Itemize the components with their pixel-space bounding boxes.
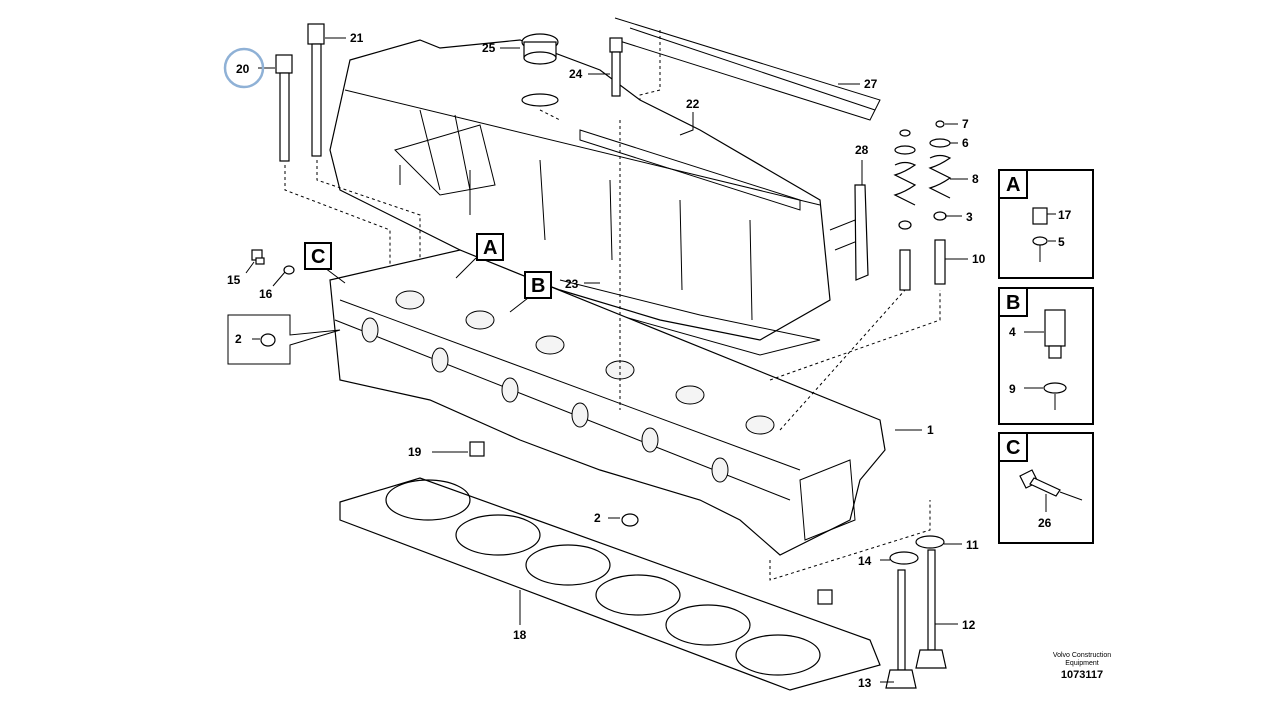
detail-panel-a: A 17 5: [998, 169, 1094, 279]
callout-20: 20: [236, 62, 250, 76]
exhaust-valve: [885, 569, 917, 689]
intake-ports: [361, 317, 729, 483]
stud-bolt: [609, 37, 623, 97]
oil-filler-cap: [521, 33, 559, 107]
detail-panel-c: C 26: [998, 432, 1094, 544]
callout-26: 26: [1038, 516, 1052, 530]
callout-15: 15: [227, 273, 241, 287]
publisher-credit: Volvo Construction Equipment 1073117: [1040, 652, 1124, 682]
credit-line-1: Volvo Construction: [1052, 652, 1112, 659]
callout-4: 4: [1009, 325, 1016, 339]
marker-box-c: C: [304, 242, 332, 270]
callout-16: 16: [259, 287, 273, 301]
callout-2-lower: 2: [594, 511, 601, 525]
callout-10: 10: [972, 252, 986, 266]
intake-valve: [915, 549, 947, 669]
marker-box-a: A: [476, 233, 504, 261]
callout-25: 25: [482, 41, 496, 55]
valve-seats: [395, 290, 775, 435]
svg-text:C: C: [1006, 437, 1020, 459]
callout-8: 8: [972, 172, 979, 186]
callout-1: 1: [927, 423, 934, 437]
callout-13: 13: [858, 676, 872, 690]
callout-19: 19: [408, 445, 422, 459]
valve-spring-left: [893, 129, 917, 291]
temperature-sensor: [1019, 469, 1083, 501]
valve-seals: [889, 535, 945, 565]
detail-panel-b: B 4 9: [998, 287, 1094, 425]
callout-11: 11: [966, 538, 979, 552]
cover-gasket-top: [609, 17, 881, 121]
callout-2-box: 2: [235, 332, 242, 346]
core-plug: [621, 513, 639, 527]
callout-24: 24: [569, 67, 583, 81]
sealing-washer: [283, 265, 295, 275]
callout-6: 6: [962, 136, 969, 150]
valve-cover: [329, 39, 861, 341]
callout-9: 9: [1009, 382, 1016, 396]
svg-text:B: B: [531, 275, 545, 297]
callout-3: 3: [966, 210, 973, 224]
cylinder-head: [329, 249, 886, 556]
highlight-circle: [223, 47, 265, 89]
callout-14: 14: [858, 554, 872, 568]
credit-line-2: Equipment: [1065, 660, 1099, 667]
svg-text:A: A: [483, 237, 497, 259]
callout-23: 23: [565, 277, 579, 291]
callout-5: 5: [1058, 235, 1065, 249]
leader-lines: [245, 37, 968, 683]
callout-12: 12: [962, 618, 976, 632]
cylinder-head-bolt-long: [307, 23, 325, 157]
callout-27: 27: [864, 77, 878, 91]
callout-7: 7: [962, 117, 969, 131]
plug-screw: [251, 249, 265, 265]
callout-18: 18: [513, 628, 527, 642]
illustration-number: 1073117: [1060, 669, 1104, 681]
svg-text:C: C: [311, 246, 325, 268]
callout-28: 28: [855, 143, 869, 157]
callout-box-plug: [227, 314, 341, 365]
valve-guide-rail: [854, 184, 869, 281]
callout-22: 22: [686, 97, 700, 111]
svg-text:B: B: [1006, 292, 1020, 314]
svg-text:A: A: [1006, 174, 1020, 196]
cylinder-head-bolt-short: [275, 54, 293, 162]
marker-box-b: B: [524, 271, 552, 299]
valve-spring-right: [928, 120, 952, 285]
dowel-pin: [469, 441, 833, 605]
callout-21: 21: [350, 31, 364, 45]
callout-17: 17: [1058, 208, 1072, 222]
head-gasket: [339, 477, 881, 691]
